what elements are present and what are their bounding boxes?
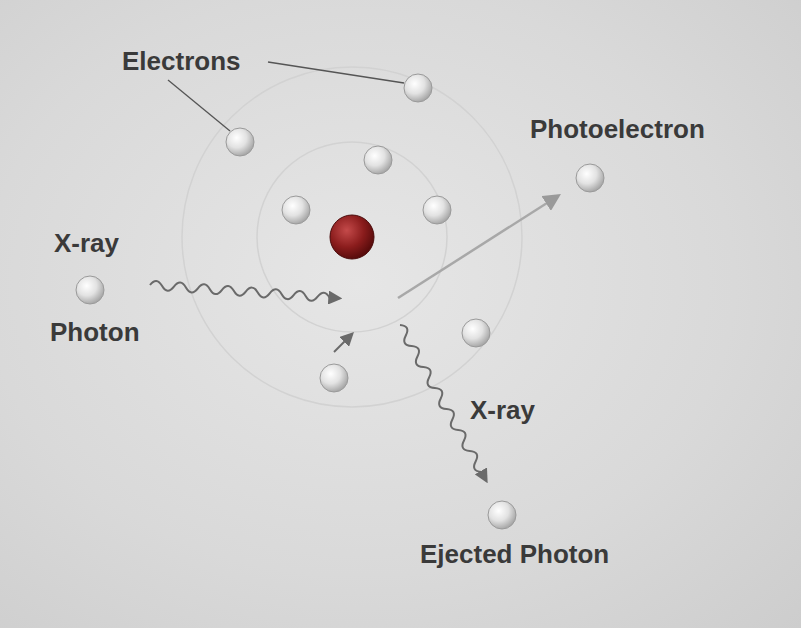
orbit-rings [182, 67, 522, 407]
nucleus [330, 215, 374, 259]
vacancy-fill-arrow [334, 334, 352, 352]
particle-spheres [76, 164, 604, 529]
photoelectron-arrow [398, 196, 558, 298]
xray-label: X-ray [470, 396, 535, 425]
photon-label: Photon [50, 318, 140, 347]
electron-spheres [226, 74, 490, 392]
xray-label: X-ray [54, 229, 119, 258]
electrons-label: Electrons [122, 47, 241, 76]
incoming-xray-wave [150, 281, 340, 303]
photoelectron-label: Photoelectron [530, 115, 705, 144]
ejected-photon-label: Ejected Photon [420, 540, 609, 569]
